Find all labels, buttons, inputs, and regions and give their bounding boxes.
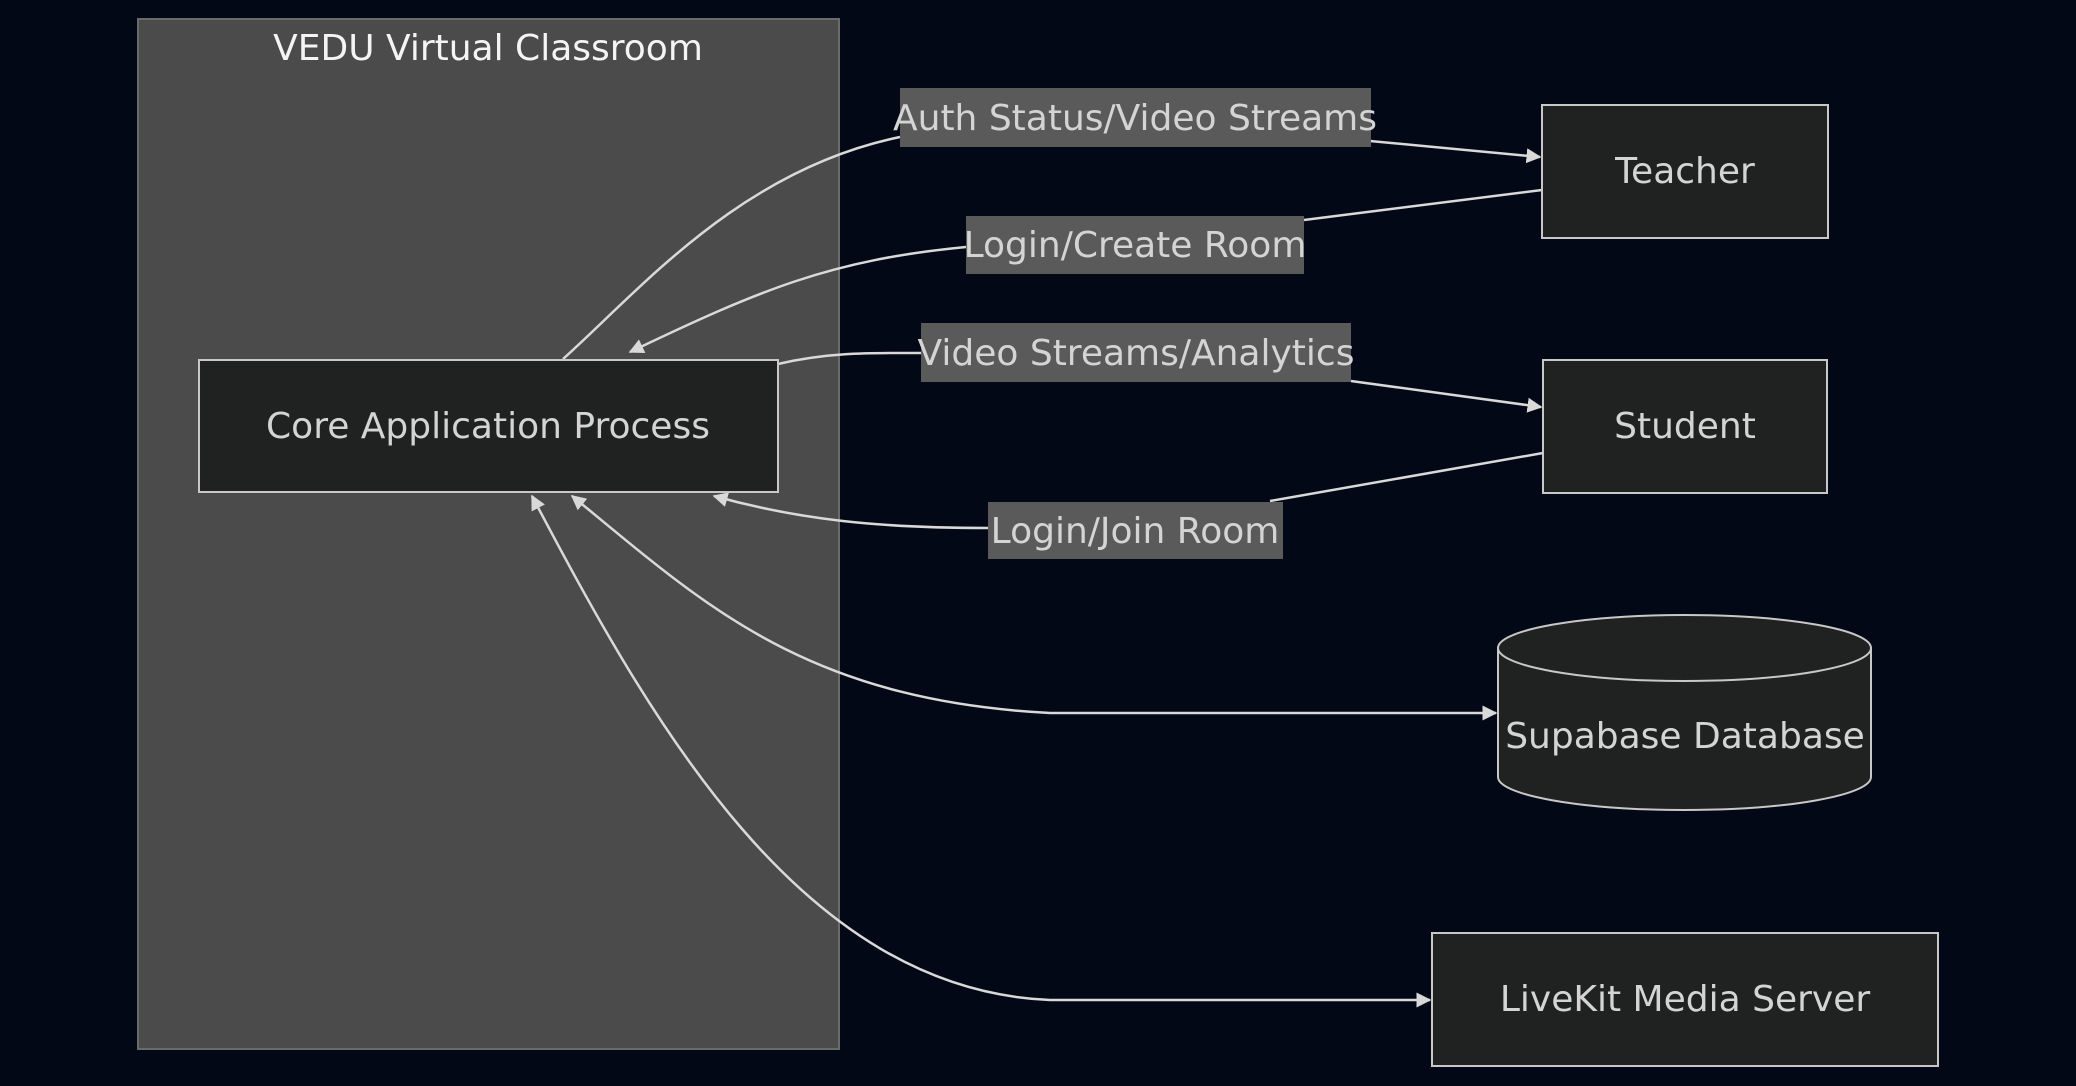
node-teacher[interactable]: Teacher <box>1541 104 1829 239</box>
node-livekit-media-server[interactable]: LiveKit Media Server <box>1431 932 1939 1067</box>
edges <box>530 135 1543 1008</box>
edge-labels: Auth Status/Video Streams Login/Create R… <box>893 88 1377 559</box>
node-core-application-process[interactable]: Core Application Process <box>198 359 779 493</box>
edge-label-text: Auth Status/Video Streams <box>893 98 1377 139</box>
edge-teacher-to-core[interactable] <box>630 188 1543 352</box>
node-supabase-database[interactable]: Supabase Database <box>1497 614 1872 811</box>
database-cylinder-icon <box>1497 614 1872 811</box>
edge-core-livekit[interactable] <box>530 494 1432 1008</box>
edge-label-login-create: Login/Create Room <box>964 216 1307 274</box>
edge-label-login-join: Login/Join Room <box>988 502 1283 559</box>
cluster-vedu-virtual-classroom: VEDU Virtual Classroom <box>137 18 840 1050</box>
edge-label-text: Video Streams/Analytics <box>918 333 1355 374</box>
node-label: Core Application Process <box>266 406 710 447</box>
cluster-title: VEDU Virtual Classroom <box>273 28 703 69</box>
node-student[interactable]: Student <box>1542 359 1828 494</box>
node-label: Teacher <box>1614 151 1755 192</box>
node-label: Supabase Database <box>1505 716 1865 757</box>
edge-core-to-teacher[interactable] <box>562 135 1540 360</box>
node-label: Student <box>1614 406 1756 447</box>
edge-label-video-analytics: Video Streams/Analytics <box>918 323 1355 382</box>
edge-core-to-student[interactable] <box>777 351 1541 407</box>
edge-label-text: Login/Create Room <box>964 225 1307 266</box>
node-label: LiveKit Media Server <box>1500 979 1871 1020</box>
cylinder-top-rim <box>1497 647 1872 682</box>
edge-label-text: Login/Join Room <box>991 511 1280 552</box>
edge-label-auth-status: Auth Status/Video Streams <box>893 88 1377 147</box>
cluster-box <box>137 18 840 1050</box>
